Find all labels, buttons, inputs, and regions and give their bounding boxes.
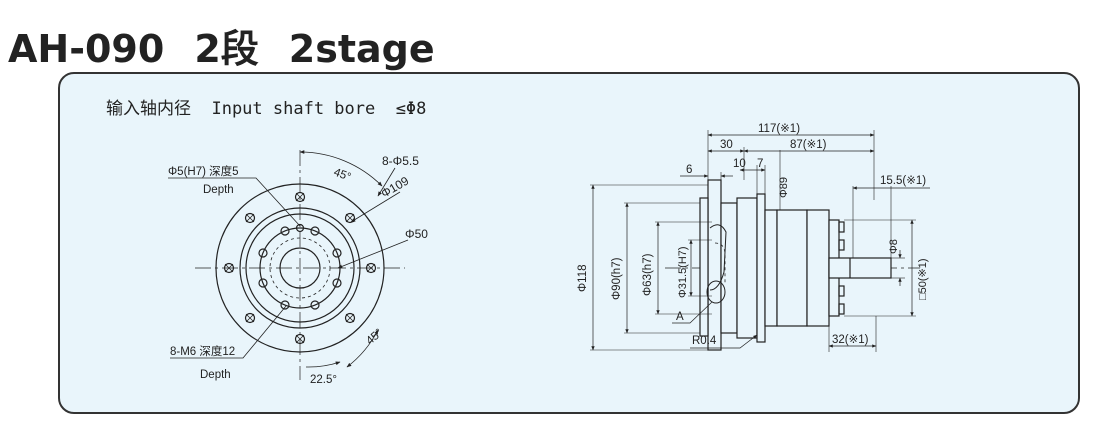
model-code: AH-090 (8, 27, 165, 71)
gearbox-body (806, 209, 830, 327)
input-bore-note: 输入轴内径 Input shaft bore ≤Φ8 (106, 99, 427, 119)
output-ring (239, 207, 361, 329)
tapped-holes-label: 8-M6 深度12 (170, 344, 235, 358)
dim-118: Φ118 (577, 264, 589, 292)
dim-total-length: 117(※1) (758, 123, 800, 135)
dim-32: 32(※1) (832, 334, 869, 346)
dim-63: Φ63(h7) (642, 253, 654, 296)
pin-hole-depth-label: Depth (203, 184, 234, 196)
input-shaft (828, 257, 892, 279)
dim-shaft: Φ8 (888, 239, 900, 254)
output-flange (707, 179, 722, 351)
mount-holes-label: 8-Φ5.5 (382, 154, 419, 168)
stage-cn: 2段 (194, 27, 259, 71)
mounting-holes (223, 191, 377, 345)
tapped-holes (258, 226, 342, 310)
dim-90: Φ90(h7) (611, 257, 623, 300)
dim-10: 10 (733, 158, 746, 170)
dim-15-5: 15.5(※1) (880, 175, 926, 187)
side-view (590, 130, 930, 352)
model-title: AH-090 2段 2stage (8, 18, 435, 73)
dim-31-5: Φ31.5(H7) (677, 246, 689, 298)
front-view (168, 150, 409, 380)
pin-hole-label: Φ5(H7) 深度5 (168, 164, 239, 178)
dim-square: □50(※1) (917, 258, 929, 300)
dim-7: 7 (757, 158, 763, 170)
angle-bottom-label: 45° (364, 327, 385, 347)
pcd-outer-label: Φ109 (379, 174, 412, 201)
dim-6: 6 (686, 164, 692, 176)
pcd-inner-label: Φ50 (405, 227, 428, 241)
label-r: R0.4 (692, 335, 717, 347)
dim-89: Φ89 (778, 177, 790, 198)
angle-top-label: 45° (332, 167, 352, 184)
drawing-panel (58, 72, 1080, 414)
pin-hole (295, 223, 305, 233)
dim-87: 87(※1) (790, 139, 827, 151)
label-a: A (676, 311, 684, 323)
dim-30: 30 (720, 139, 733, 151)
angle-small-label: 22.5° (310, 374, 337, 386)
stage-en: 2stage (288, 27, 435, 71)
tapped-depth-label: Depth (200, 369, 231, 381)
